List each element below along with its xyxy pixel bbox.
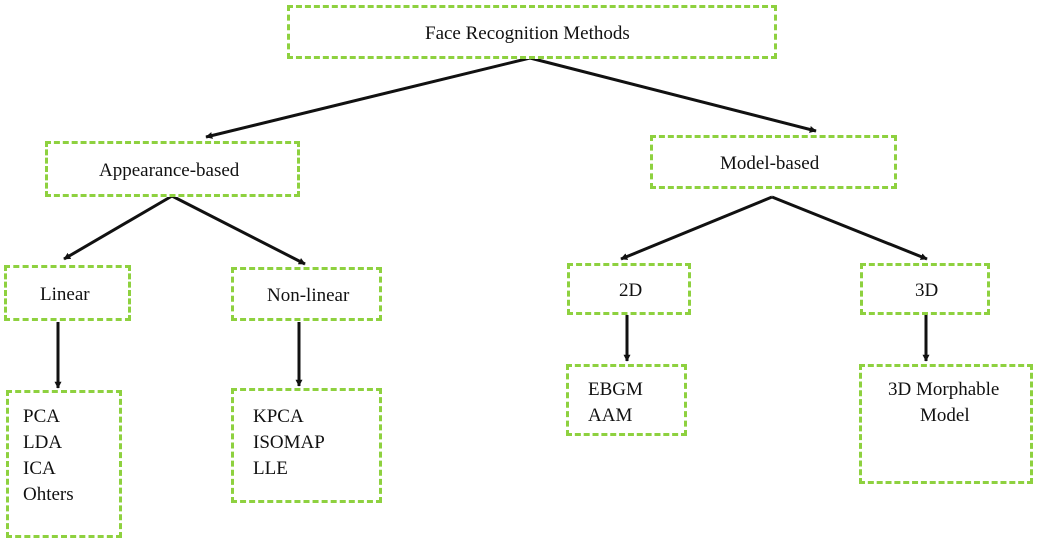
model-based-label: Model-based	[720, 153, 820, 174]
linear-method-item: PCA	[23, 406, 60, 427]
arrow-model-to-3d	[771, 195, 928, 261]
nonlinear-methods-list: KPCA ISOMAP LLE	[231, 388, 382, 503]
linear-method-item: Ohters	[23, 484, 74, 505]
linear-method-item: ICA	[23, 458, 56, 479]
root-node-label: Face Recognition Methods	[425, 23, 630, 44]
2d-method-item: EBGM	[588, 379, 643, 400]
nonlinear-method-item: ISOMAP	[253, 432, 325, 453]
nonlinear-label: Non-linear	[267, 285, 350, 306]
arrow-root-to-model	[529, 56, 817, 133]
3d-label: 3D	[915, 280, 939, 301]
3d-method-item: Model	[920, 405, 970, 426]
2d-method-item: AAM	[588, 405, 633, 426]
arrow-appearance-to-linear	[63, 194, 173, 261]
linear-methods-list: PCA LDA ICA Ohters	[6, 390, 122, 538]
arrow-appearance-to-nonlinear	[171, 194, 306, 266]
2d-node: 2D	[567, 263, 691, 315]
model-based-node: Model-based	[650, 135, 897, 189]
nonlinear-method-item: KPCA	[253, 406, 304, 427]
linear-method-item: LDA	[23, 432, 63, 453]
linear-node: Linear	[4, 265, 131, 321]
linear-label: Linear	[40, 284, 90, 305]
appearance-based-label: Appearance-based	[99, 160, 240, 181]
arrow-root-to-appearance	[205, 56, 531, 139]
3d-node: 3D	[860, 263, 990, 315]
2d-label: 2D	[619, 280, 643, 301]
arrow-model-to-2d	[620, 195, 773, 261]
nonlinear-node: Non-linear	[231, 267, 382, 321]
nonlinear-method-item: LLE	[253, 458, 288, 479]
2d-methods-list: EBGM AAM	[566, 364, 687, 436]
3d-method-item: 3D Morphable	[888, 379, 1000, 400]
3d-methods-list: 3D Morphable Model	[859, 364, 1033, 484]
appearance-based-node: Appearance-based	[45, 141, 300, 197]
root-node: Face Recognition Methods	[287, 5, 777, 59]
